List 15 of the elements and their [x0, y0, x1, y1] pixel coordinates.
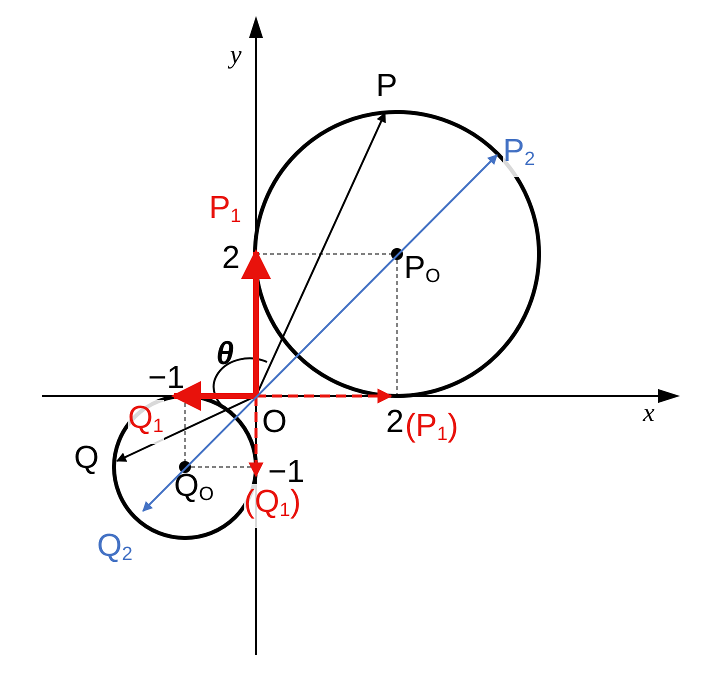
axis-label: y: [230, 38, 242, 72]
arrow: [256, 388, 392, 404]
point-label: Q$_{1}$: [128, 400, 164, 444]
tick-label: −1: [148, 360, 184, 394]
tick-label: 2: [386, 404, 404, 438]
arrow: [248, 396, 264, 478]
angle-label: θ: [216, 336, 234, 370]
point-label: (Q$_{1}$): [244, 484, 301, 528]
axis-label: x: [643, 397, 655, 429]
point-label: P$_{O}$: [404, 250, 440, 289]
arrow: [171, 381, 256, 411]
arrow: [142, 154, 498, 512]
point-label: Q$_{O}$: [174, 468, 214, 507]
tick-label: 2: [222, 240, 240, 274]
arrow: [241, 249, 271, 396]
